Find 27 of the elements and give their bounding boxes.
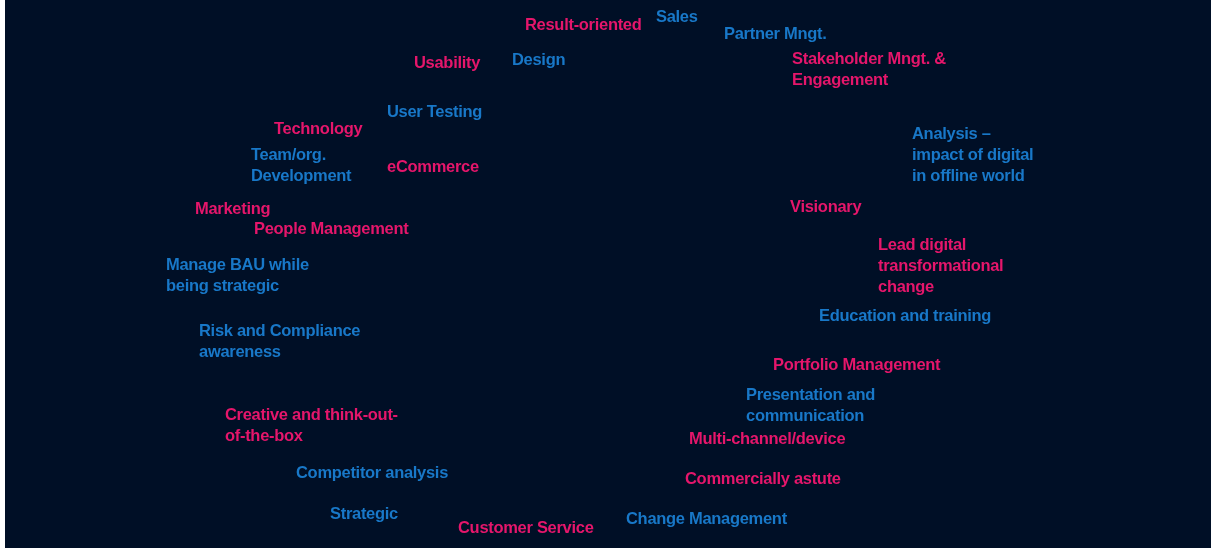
skill-label: Usability [414, 52, 481, 73]
skill-label: Result-oriented [525, 14, 642, 35]
skill-label: Sales [656, 6, 698, 27]
skill-label: Risk and Compliance awareness [199, 320, 362, 362]
skill-label: Customer Service [458, 517, 594, 538]
skill-label: Analysis – impact of digital in offline world [912, 123, 1035, 186]
skill-label: Stakeholder Mngt. & Engagement [792, 48, 947, 90]
skill-label: Competitor analysis [296, 462, 448, 483]
skill-label: User Testing [387, 101, 483, 122]
skill-label: Team/org. Development [251, 144, 353, 186]
skill-label: eCommerce [387, 156, 479, 177]
skill-label: Multi-channel/device [689, 428, 846, 449]
skill-label: Partner Mngt. [724, 23, 827, 44]
skill-label: Marketing [195, 198, 271, 219]
skill-label: Technology [274, 118, 363, 139]
skill-label: Visionary [790, 196, 862, 217]
skill-label: Manage BAU while being strategic [166, 254, 310, 296]
skill-label: Education and training [819, 305, 992, 326]
skill-label: Change Management [626, 508, 787, 529]
skill-label: People Management [254, 218, 409, 239]
skill-label: Design [512, 49, 566, 70]
skill-label: Strategic [330, 503, 398, 524]
skill-label: Portfolio Management [773, 354, 941, 375]
skill-label: Presentation and communication [746, 384, 877, 426]
skill-label: Lead digital transformational change [878, 234, 1005, 297]
skill-label: Commercially astute [685, 468, 841, 489]
skill-label: Creative and think-out-of-the-box [225, 404, 399, 446]
